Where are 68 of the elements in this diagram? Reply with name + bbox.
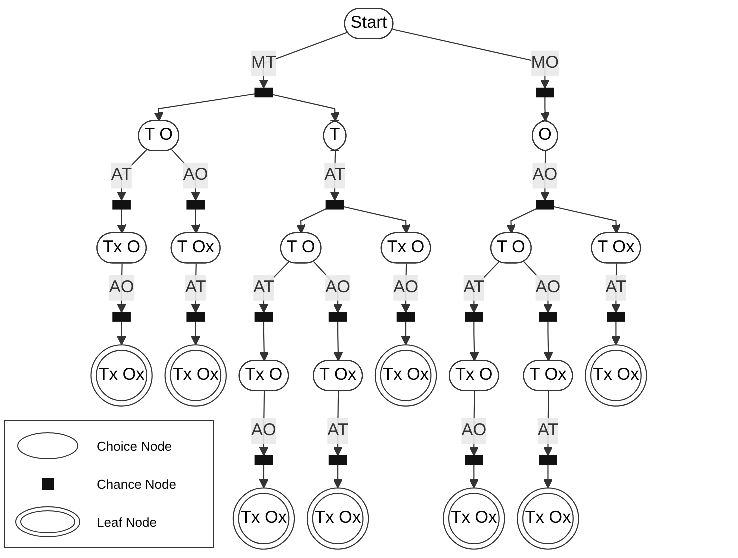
arrow bbox=[272, 94, 340, 122]
node-circle: Tx Ox bbox=[517, 488, 580, 550]
edge-label: AT bbox=[606, 278, 627, 297]
edge-label: AO bbox=[462, 421, 487, 440]
arrow bbox=[470, 321, 480, 362]
edge-label: AT bbox=[324, 166, 346, 184]
arrow bbox=[260, 321, 270, 362]
edge-label: MT bbox=[251, 54, 276, 72]
arrow bbox=[117, 321, 127, 346]
node-box bbox=[254, 88, 274, 98]
node-circle: Tx Ox bbox=[232, 488, 296, 550]
arrow bbox=[154, 94, 256, 122]
node-circle: Tx Ox bbox=[90, 344, 153, 407]
node-box bbox=[254, 455, 274, 466]
node-circle: Tx Ox bbox=[443, 488, 506, 550]
node-circle: Tx Ox bbox=[374, 344, 438, 407]
edge-label: AT bbox=[111, 166, 132, 184]
legend-label: Leaf Node bbox=[97, 514, 157, 530]
node-circle: Tx Ox bbox=[306, 488, 370, 550]
node-box bbox=[536, 88, 554, 98]
node-box bbox=[465, 455, 484, 466]
edge-label: AT bbox=[328, 421, 348, 440]
arrow bbox=[401, 321, 411, 346]
node-box bbox=[328, 455, 348, 466]
arrow bbox=[259, 464, 269, 489]
edge-label: AT bbox=[185, 278, 206, 297]
node-box bbox=[536, 200, 554, 210]
node-circle: Tx Ox bbox=[585, 344, 648, 407]
node-box bbox=[328, 312, 348, 322]
legend-label: Choice Node bbox=[97, 438, 172, 454]
node-box bbox=[465, 312, 484, 322]
arrow bbox=[296, 208, 327, 234]
edge-label: AO bbox=[183, 166, 208, 184]
arrow bbox=[506, 208, 537, 234]
node-box bbox=[396, 312, 416, 322]
arrow bbox=[191, 321, 201, 346]
arrow bbox=[117, 209, 127, 234]
node-box bbox=[326, 200, 344, 210]
arrow bbox=[540, 97, 550, 122]
node-box bbox=[254, 312, 274, 322]
arrow bbox=[611, 321, 621, 346]
arrow bbox=[333, 464, 343, 489]
node-circle: Tx Ox bbox=[164, 344, 227, 407]
arrow bbox=[334, 321, 344, 362]
node-box bbox=[112, 312, 131, 322]
edge-label: AT bbox=[464, 278, 485, 297]
edge-label: AO bbox=[536, 278, 561, 297]
arrow bbox=[469, 464, 479, 489]
node-box bbox=[186, 200, 206, 210]
edge-label: AT bbox=[538, 421, 559, 440]
legend-label: Chance Node bbox=[97, 476, 176, 492]
arrow bbox=[554, 206, 622, 234]
node-box bbox=[186, 312, 206, 322]
edge-label: AO bbox=[252, 421, 276, 440]
edge-label: AO bbox=[326, 278, 351, 297]
edge-label: AO bbox=[109, 278, 134, 297]
node-box bbox=[112, 200, 131, 210]
arrow bbox=[344, 206, 411, 234]
arrow bbox=[544, 321, 554, 362]
edge-label: AO bbox=[394, 278, 419, 297]
edge-label: AT bbox=[254, 278, 274, 297]
node-box bbox=[539, 312, 558, 322]
arrow bbox=[191, 209, 201, 234]
node-box bbox=[539, 455, 558, 466]
node-box bbox=[607, 312, 626, 322]
edge-label: MO bbox=[531, 54, 560, 72]
arrow bbox=[543, 464, 553, 489]
edge-label: AO bbox=[532, 166, 558, 184]
